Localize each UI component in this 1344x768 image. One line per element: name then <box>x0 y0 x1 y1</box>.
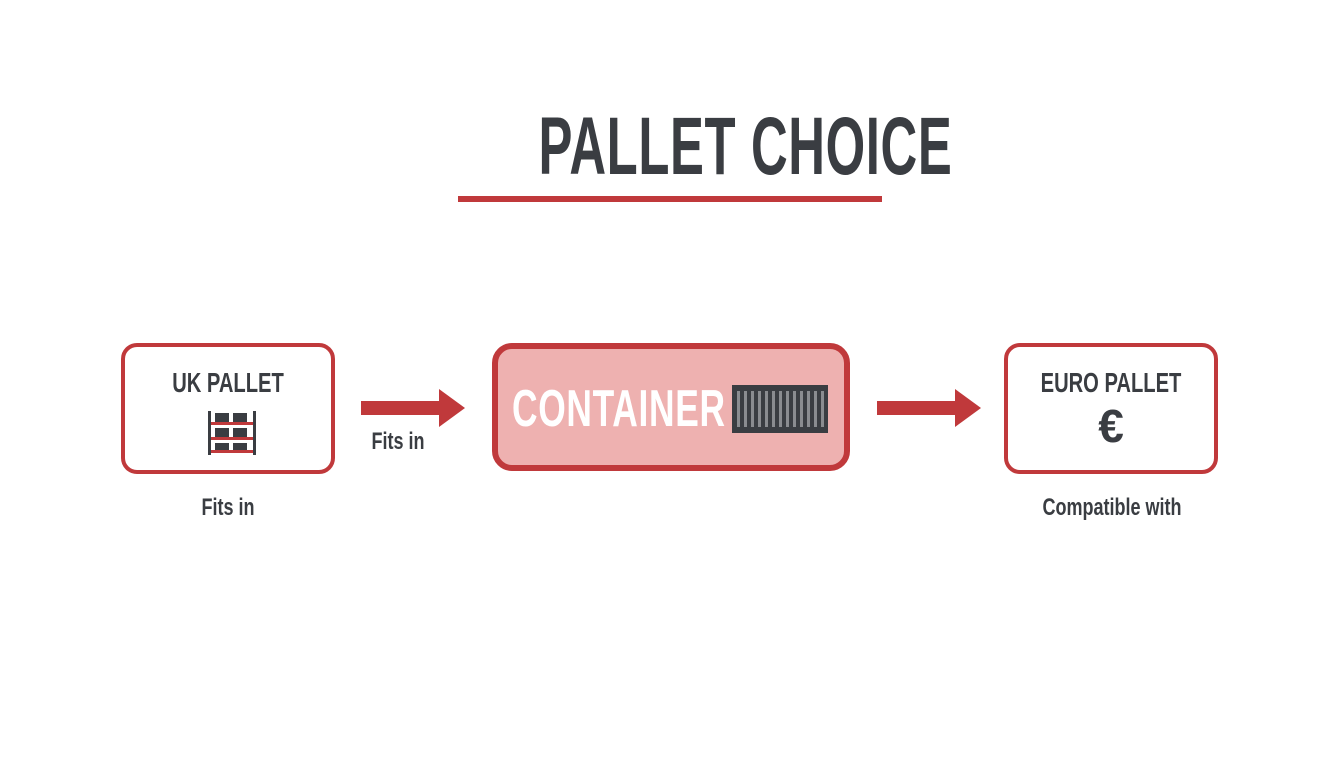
uk-pallet-label: UK PALLET <box>172 367 284 398</box>
diagram-title: PALLET CHOICE <box>538 101 953 192</box>
arrow-right-icon <box>877 389 981 427</box>
euro-pallet-caption: Compatible with <box>1042 494 1182 521</box>
edge-label-fits-in: Fits in <box>371 428 425 455</box>
euro-pallet-label: EURO PALLET <box>1040 367 1182 398</box>
arrow-right-icon <box>361 389 465 427</box>
shipping-container-icon <box>732 385 828 433</box>
container-node: CONTAINER <box>492 343 850 471</box>
euro-pallet-node: EURO PALLET € <box>1004 343 1218 474</box>
container-label: CONTAINER <box>512 380 726 438</box>
uk-pallet-node: UK PALLET <box>121 343 335 474</box>
uk-pallet-caption: Fits in <box>201 494 255 521</box>
euro-icon: € <box>1098 400 1124 452</box>
title-underline <box>458 196 882 202</box>
pallet-rack-icon <box>208 411 256 455</box>
